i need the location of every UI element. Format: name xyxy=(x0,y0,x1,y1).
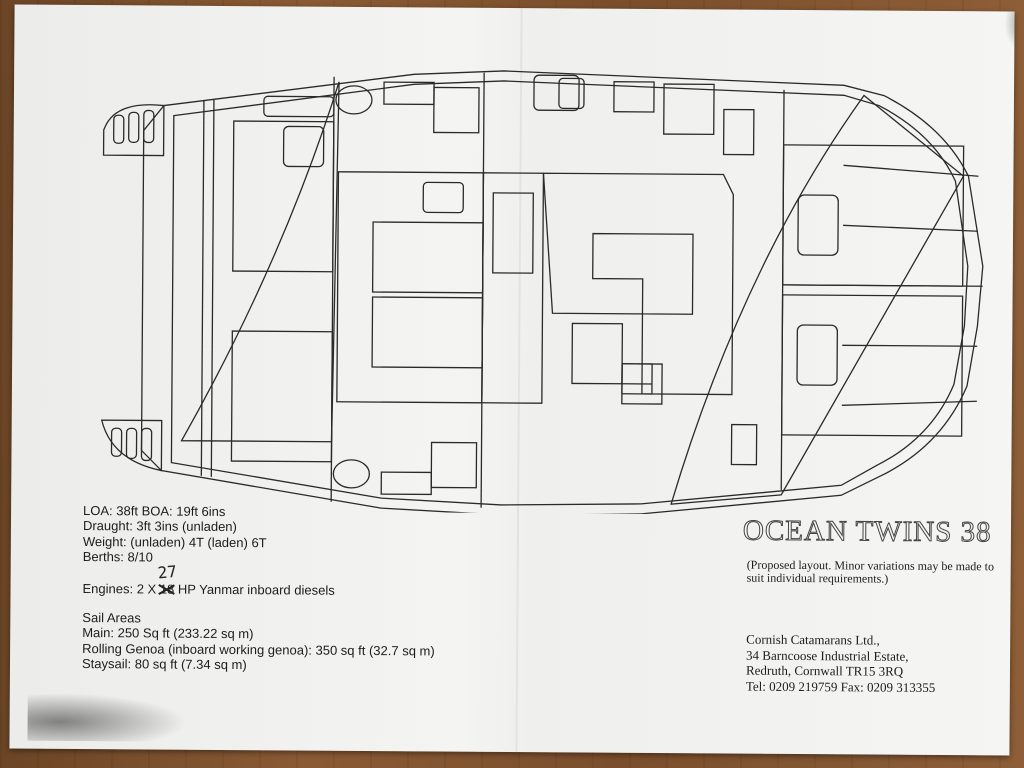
spec-berths: Berths: 8/10 xyxy=(82,549,153,565)
company-address-line2: Redruth, Cornwall TR15 3RQ xyxy=(745,662,904,679)
company-name: Cornish Catamarans Ltd., xyxy=(746,631,880,648)
engines-suffix: HP Yanmar inboard diesels xyxy=(174,581,335,598)
hull-inner xyxy=(170,80,969,506)
engines-handwritten-value: 27 xyxy=(157,561,179,583)
layout-note: (Proposed layout. Minor variations may b… xyxy=(746,557,995,586)
deck-plan-drawing xyxy=(100,70,984,516)
spec-staysail: Staysail: 80 sq ft (7.34 sq m) xyxy=(81,656,247,673)
engines-struck-text: 18 xyxy=(159,581,175,597)
saloon-table xyxy=(542,172,734,396)
bow-top xyxy=(102,104,165,157)
brand-title: OCEAN TWINS 38 xyxy=(742,514,992,549)
hull-outline xyxy=(140,70,984,516)
corner-smudge xyxy=(1004,11,1015,52)
company-address-block: Cornish Catamarans Ltd., 34 Barncoose In… xyxy=(746,632,1015,696)
ink-smudge xyxy=(27,692,188,742)
mainsail-outline xyxy=(670,94,965,505)
engines-prefix: Engines: 2 X xyxy=(82,580,160,597)
paper-sheet: LOA: 38ft BOA: 19ft 6ins Draught: 3ft 3i… xyxy=(9,4,1015,756)
company-contact: Tel: 0209 219759 Fax: 0209 313355 xyxy=(745,678,936,695)
jib-sail-outline xyxy=(180,81,340,443)
specifications-block: LOA: 38ft BOA: 19ft 6ins Draught: 3ft 3i… xyxy=(82,503,543,675)
company-address-line1: 34 Barncoose Industrial Estate, xyxy=(746,647,909,664)
